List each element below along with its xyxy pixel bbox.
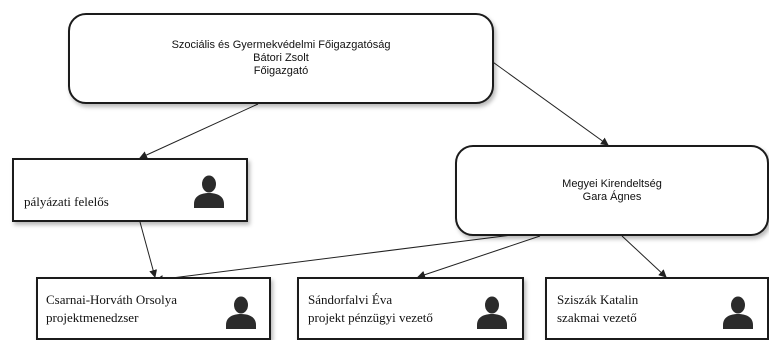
person-silhouette-icon (477, 296, 507, 329)
staff-role: projekt pénzügyi vezető (308, 310, 433, 325)
edge-regional-to-sziszak (621, 235, 667, 278)
grant-responsible-node: pályázati felelős (12, 158, 248, 222)
edge-top-to-grant (139, 103, 259, 159)
grant-responsible-label: pályázati felelős (24, 194, 109, 209)
regional-office-node: Megyei Kirendeltség Gara Ágnes (455, 145, 769, 236)
director-title: Főigazgató (253, 65, 309, 77)
staff-node-csarnai: Csarnai-Horváth Orsolya projektmenedzser (36, 277, 271, 340)
edge-grant-to-csarnai (139, 221, 158, 278)
staff-node-sandorfalvi: Sándorfalvi Éva projekt pénzügyi vezető (297, 277, 524, 340)
staff-name: Csarnai-Horváth Orsolya (46, 292, 178, 307)
director-org-name: Szociális és Gyermekvédelmi Főigazgatósá… (171, 39, 391, 51)
person-silhouette-icon (723, 296, 753, 329)
staff-name: Sándorfalvi Éva (308, 292, 393, 307)
edge-regional-to-sandorfalvi (417, 235, 541, 279)
director-name: Bátori Zsolt (253, 52, 309, 64)
staff-node-sziszak: Sziszák Katalin szakmai vezető (545, 277, 769, 340)
staff-role: szakmai vezető (557, 310, 637, 325)
person-silhouette-icon (226, 296, 256, 329)
staff-name: Sziszák Katalin (557, 292, 639, 307)
regional-office-head: Gara Ágnes (582, 190, 642, 203)
staff-role: projektmenedzser (46, 310, 139, 325)
edge-regional-to-csarnai (155, 233, 521, 284)
regional-office-name: Megyei Kirendeltség (562, 177, 662, 190)
edge-top-to-regional (489, 59, 609, 146)
person-silhouette-icon (194, 175, 224, 208)
director-node: Szociális és Gyermekvédelmi Főigazgatósá… (68, 13, 494, 104)
